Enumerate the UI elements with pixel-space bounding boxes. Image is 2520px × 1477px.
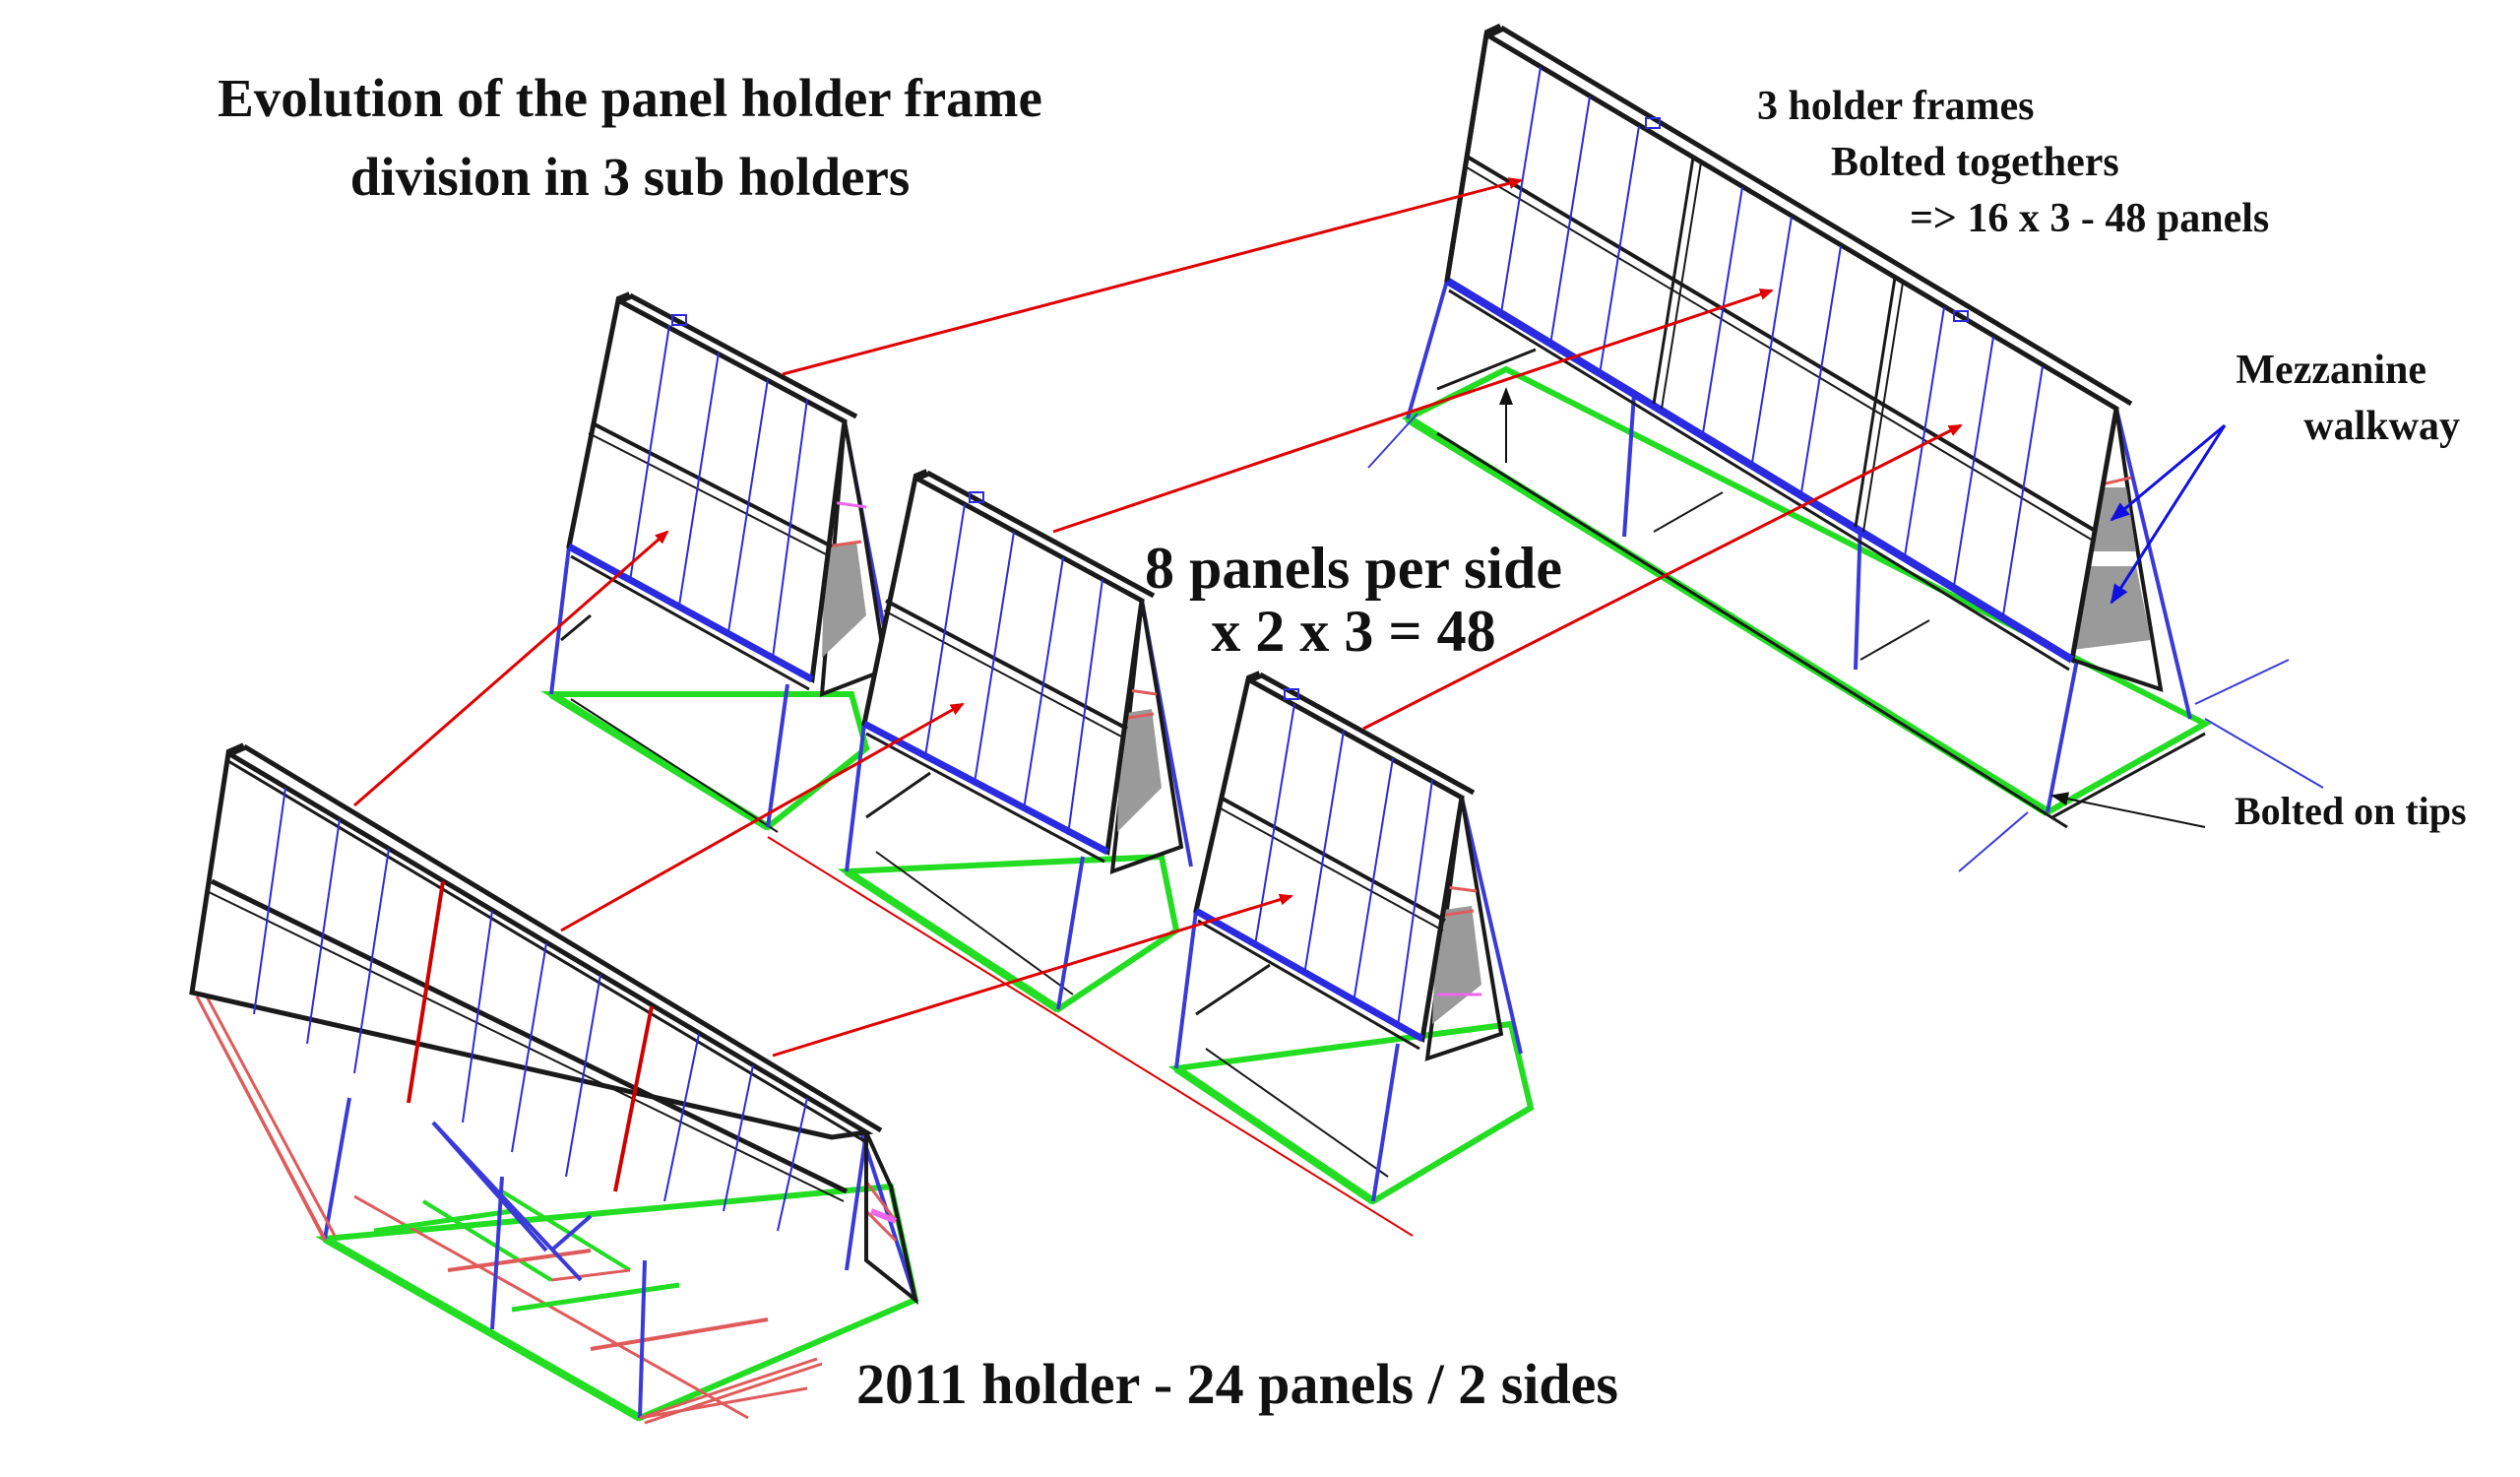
mapping-arrows bbox=[353, 177, 1963, 1237]
diagram-title: Evolution of the panel holder frame divi… bbox=[158, 59, 1102, 217]
sub-holders-label: 8 panels per side x 2 x 3 = 48 bbox=[1093, 537, 1614, 663]
sub-holder-c bbox=[1167, 671, 1535, 1205]
arrow-c-to-assembled bbox=[1362, 423, 1963, 731]
holder-2011 bbox=[189, 742, 919, 1425]
mezzanine-label-line1: Mezzanine bbox=[2236, 348, 2426, 393]
diagram-title-line2: division in 3 sub holders bbox=[349, 147, 911, 207]
sub-holders-label-line2: x 2 x 3 = 48 bbox=[1211, 599, 1496, 664]
mezzanine-label: Mezzanine walkway bbox=[2220, 343, 2515, 455]
tips-pointer bbox=[2050, 792, 2206, 828]
mezzanine-pointers bbox=[2110, 423, 2227, 605]
assembled-holder bbox=[1367, 23, 2324, 872]
tips-label: Bolted on tips bbox=[2235, 789, 2467, 833]
holder-2011-base bbox=[315, 1183, 919, 1422]
arrow-b-to-assembled bbox=[1052, 289, 1774, 534]
sub-holder-a bbox=[540, 291, 898, 833]
sub-holders-label-line1: 8 panels per side bbox=[1145, 536, 1562, 601]
arrow-a-to-assembled bbox=[782, 177, 1523, 376]
mezzanine-label-line2: walkway bbox=[2303, 404, 2460, 449]
assembled-label-line1: 3 holder frames bbox=[1757, 84, 2035, 129]
holder-2011-panel-face bbox=[189, 742, 883, 1232]
arrow-2011-to-a bbox=[353, 530, 669, 807]
holder-2011-braces bbox=[195, 995, 898, 1425]
assembled-label-line3: => 16 x 3 - 48 panels bbox=[1910, 196, 2270, 241]
assembled-label-line2: Bolted togethers bbox=[1831, 140, 2119, 185]
arrow-2011-to-c bbox=[772, 893, 1293, 1058]
assembled-label: 3 holder frames Bolted togethers => 16 x… bbox=[1752, 79, 2343, 247]
holder-2011-end-triangle bbox=[864, 1131, 919, 1306]
alignment-line bbox=[767, 836, 1414, 1237]
diagram-title-line1: Evolution of the panel holder frame bbox=[218, 68, 1042, 128]
holder-2011-label: 2011 holder - 24 panels / 2 sides bbox=[856, 1352, 1618, 1416]
arrow-2011-to-b bbox=[560, 702, 965, 932]
holder-2011-legs bbox=[323, 1097, 917, 1419]
